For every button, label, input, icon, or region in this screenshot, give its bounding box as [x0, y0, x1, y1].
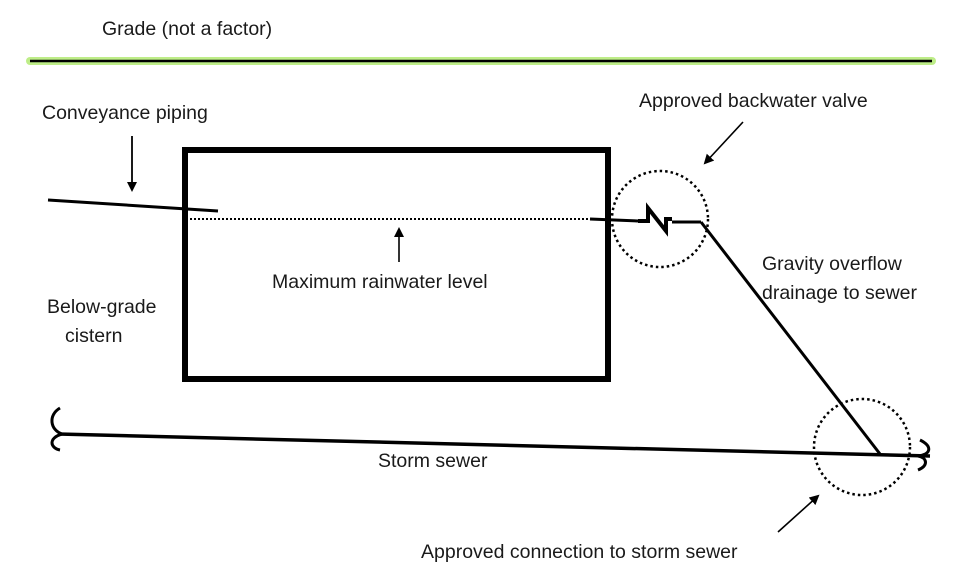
storm-sewer-label: Storm sewer: [378, 450, 488, 472]
connection-pointer-arrow: [777, 494, 820, 533]
storm-sewer-break-left: [50, 406, 68, 452]
backwater-valve-pointer-arrow: [703, 121, 744, 165]
sewer-connection-circle: [812, 397, 912, 497]
grade-label: Grade (not a factor): [102, 18, 272, 40]
backwater-valve-symbol: [638, 202, 672, 237]
storm-sewer-break-right: [917, 438, 931, 472]
cistern-label-line1: Below-grade: [47, 296, 156, 318]
max-level-label: Maximum rainwater level: [272, 271, 488, 293]
gravity-overflow-label-line1: Gravity overflow: [762, 253, 903, 275]
gravity-overflow-pipe: [699, 221, 882, 455]
storm-sewer-pipe: [57, 432, 931, 458]
cistern-tank: [182, 147, 611, 382]
conveyance-pipe: [47, 198, 219, 213]
backwater-valve-label: Approved backwater valve: [639, 90, 868, 112]
conveyance-label: Conveyance piping: [42, 102, 208, 124]
backwater-valve-circle: [610, 169, 710, 269]
cistern-label-line2: cistern: [65, 325, 122, 347]
gravity-overflow-label-line2: drainage to sewer: [762, 282, 918, 304]
connection-label: Approved connection to storm sewer: [421, 541, 738, 563]
overflow-pipe: [589, 217, 639, 223]
